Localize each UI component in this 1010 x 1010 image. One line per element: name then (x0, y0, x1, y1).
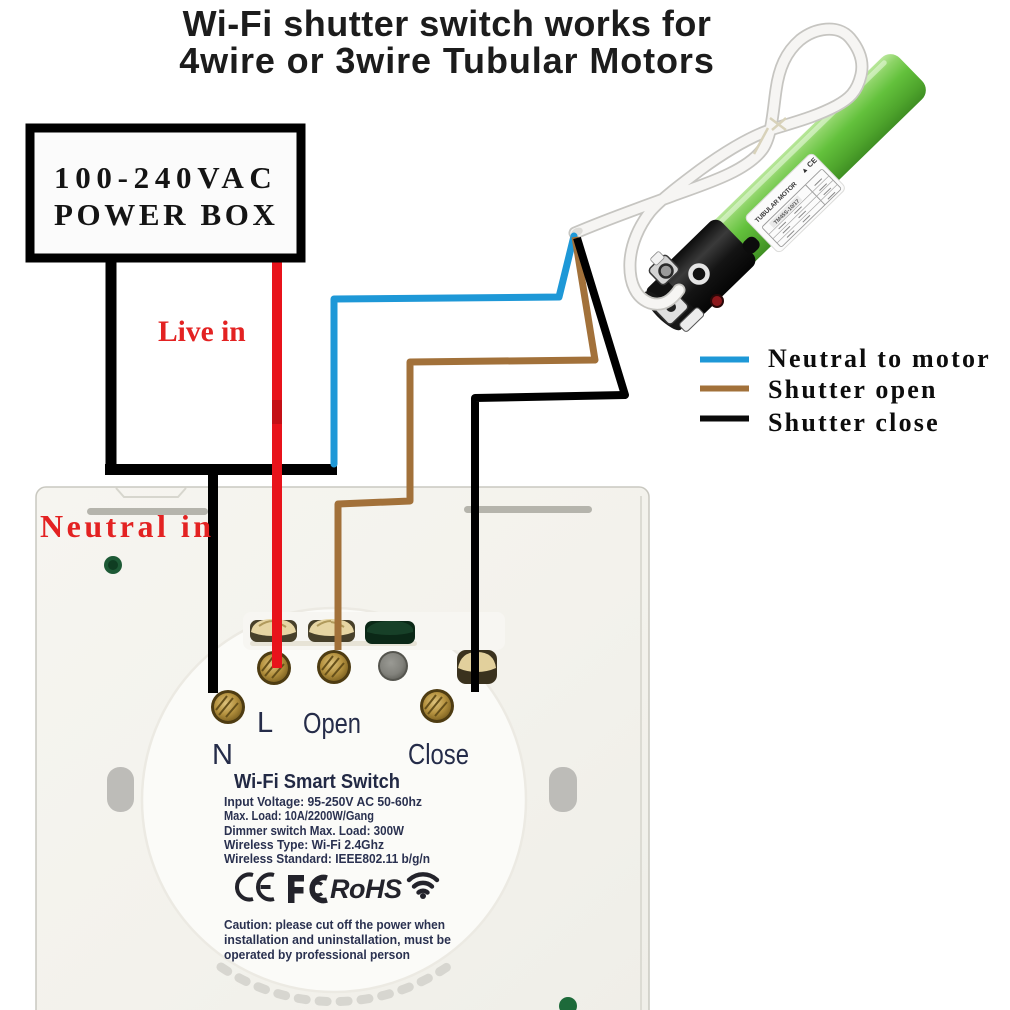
svg-text:N: N (212, 739, 233, 771)
svg-text:▲: ▲ (800, 166, 810, 176)
svg-text:Wi-Fi shutter switch works for: Wi-Fi shutter switch works for (183, 3, 712, 44)
svg-text:Neutral in: Neutral in (40, 508, 215, 544)
svg-text:Wireless Type: Wi-Fi 2.4Ghz: Wireless Type: Wi-Fi 2.4Ghz (224, 837, 384, 852)
svg-text:Shutter close: Shutter close (768, 408, 940, 437)
svg-text:L: L (257, 707, 273, 739)
svg-text:Close: Close (408, 739, 469, 771)
svg-text:Dimmer switch Max. Load: 300W: Dimmer switch Max. Load: 300W (224, 823, 405, 838)
svg-text:Neutral to motor: Neutral to motor (768, 344, 991, 373)
svg-text:Caution: please cut off the po: Caution: please cut off the power when (224, 917, 445, 932)
svg-text:RoHS: RoHS (330, 874, 402, 904)
svg-text:Live in: Live in (158, 316, 246, 348)
svg-text:installation and uninstallatio: installation and uninstallation, must be (224, 932, 451, 947)
svg-text:4wire or 3wire Tubular Motors: 4wire or 3wire Tubular Motors (179, 40, 715, 81)
svg-text:operated by professional perso: operated by professional person (224, 947, 410, 962)
svg-text:Shutter open: Shutter open (768, 375, 938, 404)
svg-text:Max. Load: 10A/2200W/Gang: Max. Load: 10A/2200W/Gang (224, 808, 374, 823)
svg-text:Wi-Fi Smart Switch: Wi-Fi Smart Switch (234, 771, 400, 793)
svg-text:Input Voltage: 95-250V AC 50-6: Input Voltage: 95-250V AC 50-60hz (224, 794, 422, 809)
svg-text:Open: Open (303, 708, 361, 740)
svg-text:100-240VAC: 100-240VAC (54, 160, 278, 195)
svg-text:POWER BOX: POWER BOX (54, 197, 278, 232)
svg-text:Wireless Standard: IEEE802.11: Wireless Standard: IEEE802.11 b/g/n (224, 851, 430, 866)
